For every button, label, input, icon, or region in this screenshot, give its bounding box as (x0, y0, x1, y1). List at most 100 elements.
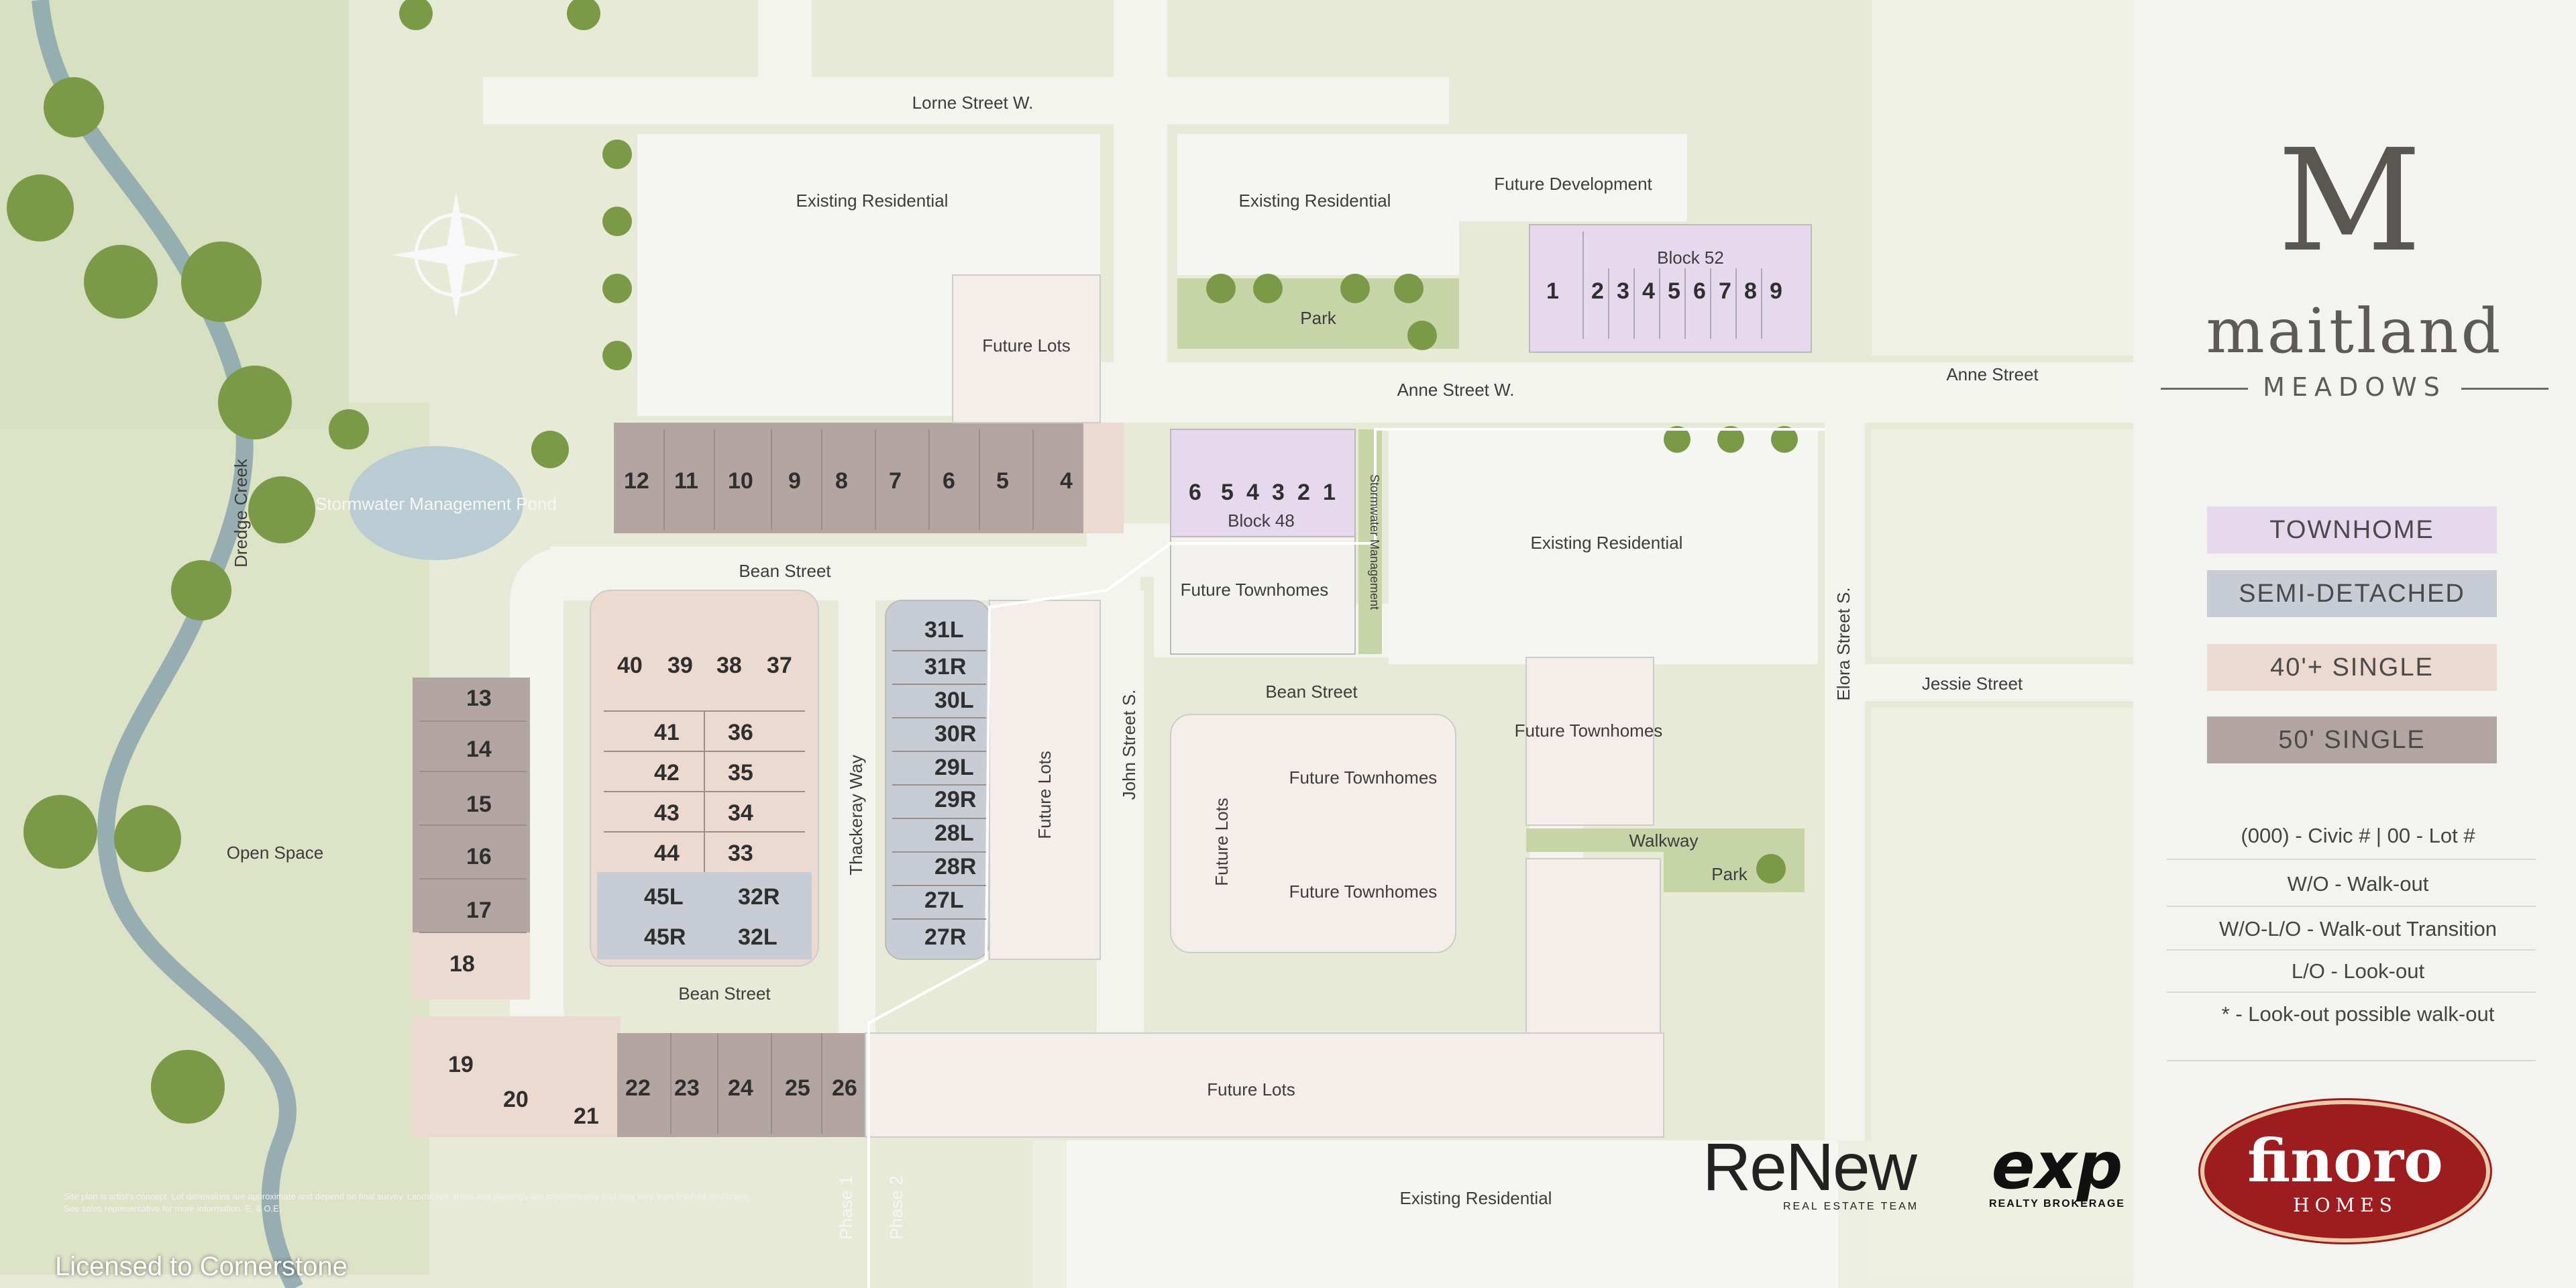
lot-number: 26 (832, 1075, 857, 1101)
lot-number: 2 (1591, 278, 1604, 304)
future-townhomes-block (1525, 657, 1654, 826)
renew-name: ReNew (1703, 1130, 1917, 1205)
legend-townhome: TOWNHOME (2207, 506, 2497, 553)
west-column-lots (413, 932, 530, 1000)
lot-number: 1 (1323, 480, 1336, 505)
lot-number: 42 (654, 760, 680, 786)
lot-number: 2 (1297, 480, 1310, 505)
future-lots-label: Future Lots (1207, 1079, 1295, 1099)
lot-number: 32L (738, 924, 777, 950)
existing-residential-block (1177, 134, 1459, 275)
street-label-bean-mid: Bean Street (1265, 682, 1358, 702)
lot-number: 37 (767, 653, 792, 678)
street-label-bean-top: Bean Street (739, 561, 831, 581)
lot-number: 8 (835, 468, 848, 494)
future-lots-block (989, 600, 1101, 960)
lot-number: 30L (934, 688, 974, 713)
lot-number: 8 (1744, 278, 1757, 304)
lot-number: 38 (716, 653, 742, 678)
lot-number: 5 (1668, 278, 1680, 304)
block-52-lots (1582, 231, 1762, 339)
lot-number: 29R (934, 787, 976, 812)
lot-number: 6 (943, 468, 955, 494)
future-townhomes-label: Future Townhomes (1289, 767, 1438, 788)
lot-number: 20 (503, 1087, 529, 1112)
lot-number: 34 (728, 800, 753, 826)
future-townhomes-block (1170, 536, 1356, 655)
lot-number: 27R (924, 924, 966, 950)
legend-divider (2167, 991, 2536, 993)
phase-boundary-line (867, 428, 1825, 1288)
legend-note: (000) - Civic # | 00 - Lot # (2241, 824, 2475, 847)
lot-number: 28L (934, 820, 974, 846)
existing-residential-block (1067, 1140, 1838, 1288)
bottom-row-lots (617, 1033, 865, 1137)
lot-number: 36 (728, 720, 753, 745)
future-lots-block (1525, 858, 1661, 1061)
dredge-creek-label: Dredge Creek (231, 458, 251, 568)
finoro-homes-logo: finoro HOMES (2200, 1100, 2490, 1242)
street-label-bean-bottom: Bean Street (678, 983, 771, 1004)
legend-divider (2167, 1060, 2536, 1061)
lot-number: 7 (1719, 278, 1731, 304)
lot-number: 17 (466, 898, 492, 923)
lot-number: 9 (788, 468, 801, 494)
stormwater-strip (1358, 429, 1382, 654)
lot-number: 11 (674, 468, 698, 494)
future-townhomes-label: Future Townhomes (1181, 580, 1329, 600)
future-lots-block (952, 274, 1101, 423)
street-label-thackeray: Thackeray Way (846, 755, 866, 875)
legend-divider (2167, 906, 2536, 907)
stormwater-management-label: Stormwater Management (1368, 474, 1381, 610)
compass-rose (392, 191, 520, 319)
street-label-anne: Anne Street (1946, 364, 2039, 384)
lot-number: 9 (1770, 278, 1782, 304)
legend-semi-detached: SEMI-DETACHED (2207, 570, 2497, 617)
street-label-jessie: Jessie Street (1922, 674, 2023, 694)
open-space-label: Open Space (227, 843, 324, 863)
lot-number: 28R (934, 854, 976, 879)
lot-number: 4 (1246, 480, 1259, 505)
lot-number: 35 (728, 760, 753, 786)
lot-number: 43 (654, 800, 680, 826)
walkway-label: Walkway (1629, 830, 1698, 851)
lot-number: 45R (644, 924, 686, 950)
existing-residential-block (1389, 429, 1818, 664)
lot-number: 44 (654, 841, 680, 866)
lot-number: 15 (466, 792, 492, 817)
block-52 (1529, 224, 1812, 353)
legend-40-single: 40'+ SINGLE (2207, 644, 2497, 691)
tree-canopy (7, 0, 1798, 1124)
block-48 (1170, 429, 1356, 537)
street-label-lorne: Lorne Street W. (912, 93, 1034, 113)
west-block-semis (597, 872, 812, 959)
future-townhomes-label: Future Townhomes (1289, 881, 1438, 902)
lot-number: 4 (1642, 278, 1655, 304)
future-lots-label: Future Lots (1212, 798, 1232, 886)
stormwater-pond-label: Stormwater Management Pond (315, 494, 557, 514)
west-column-lots (413, 678, 530, 979)
lot-number: 4 (1060, 468, 1073, 494)
lot-number: 1 (1546, 278, 1559, 304)
exp-realty-logo: exp REALTY BROKERAGE (1989, 1134, 2125, 1210)
lot-number: 18 (449, 951, 475, 977)
lot-number: 3 (1272, 480, 1285, 505)
legend-note: W/O-L/O - Walk-out Transition (2219, 917, 2497, 941)
lot-number: 32R (738, 884, 780, 910)
lot-number: 45L (644, 884, 684, 910)
lot-number: 12 (624, 468, 649, 494)
finoro-name: finoro (2247, 1126, 2443, 1195)
lot-number: 39 (667, 653, 693, 678)
renew-sub: REAL ESTATE TEAM (1783, 1201, 1919, 1212)
phase-2-label: Phase 2 (886, 1175, 906, 1239)
lot-number: 16 (466, 844, 492, 869)
lot-number: 3 (1617, 278, 1629, 304)
future-townhomes-label: Future Townhomes (1515, 720, 1663, 741)
legend-divider (2167, 859, 2536, 860)
existing-residential-label: Existing Residential (796, 191, 949, 211)
exp-sub: REALTY BROKERAGE (1989, 1198, 2125, 1210)
lot-number: 31R (924, 654, 966, 680)
park-label: Park (1300, 308, 1336, 328)
lot-number: 33 (728, 841, 753, 866)
